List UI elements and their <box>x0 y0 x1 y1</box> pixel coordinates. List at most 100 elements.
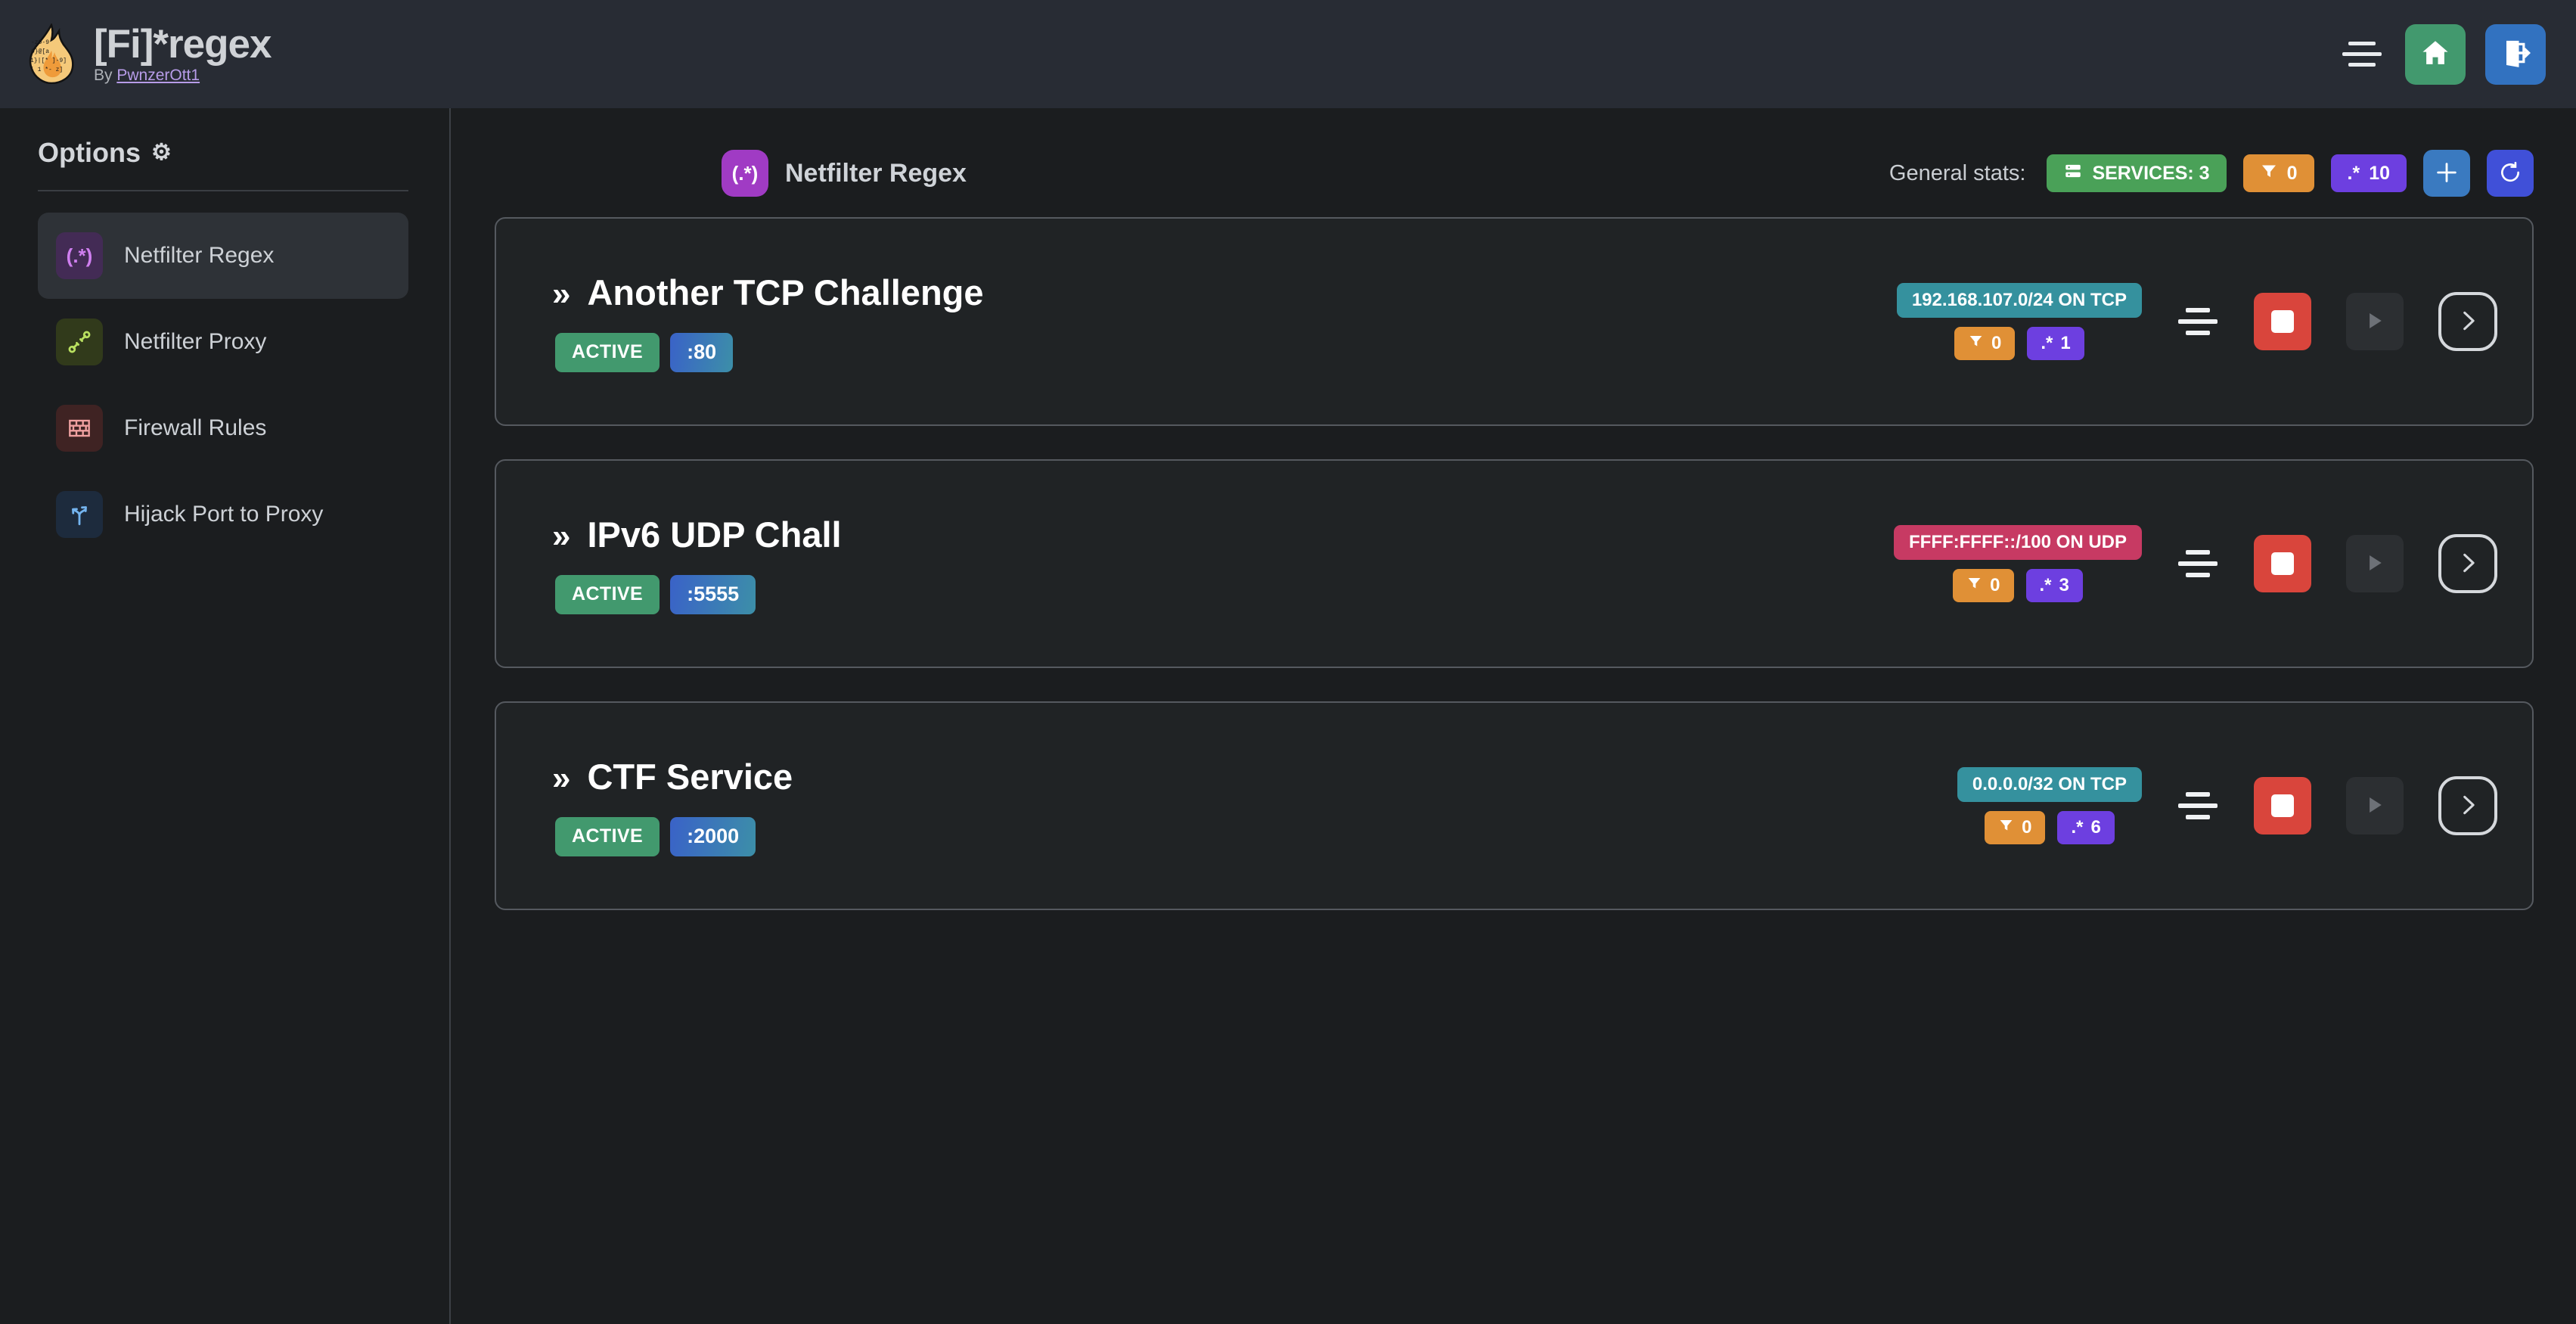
general-stats: General stats: SERVICES: 3 0 .* 10 <box>1889 150 2534 197</box>
chevron-right-icon <box>2455 792 2481 820</box>
service-title: » IPv6 UDP Chall <box>552 514 842 555</box>
service-network-info: 0.0.0.0/32 ON TCP 0 .* 6 <box>1957 767 2142 844</box>
top-bar: -z0-9 0}@[a 1}|[* ]-9] ( 1 *- z] [Fi]*re… <box>0 0 2576 108</box>
status-badge: ACTIVE <box>555 332 660 372</box>
align-center-icon[interactable] <box>2177 550 2219 577</box>
filters-count-badge[interactable]: 0 <box>1954 327 2016 360</box>
open-service-button[interactable] <box>2438 292 2497 351</box>
play-button[interactable] <box>2346 535 2404 592</box>
brick-wall-icon <box>56 405 103 452</box>
main-content: (.*) Netfilter Regex General stats: SERV… <box>452 108 2576 1324</box>
stop-button[interactable] <box>2254 293 2311 350</box>
regex-count: 3 <box>2059 575 2069 595</box>
filters-stat-badge[interactable]: 0 <box>2242 154 2314 192</box>
align-center-icon[interactable] <box>2177 308 2219 335</box>
service-counters: 0 .* 1 <box>1954 327 2084 360</box>
logout-button[interactable] <box>2485 23 2546 85</box>
service-badges: ACTIVE :2000 <box>552 816 793 856</box>
filter-icon <box>1966 575 1982 596</box>
sidebar-item-firewall-rules[interactable]: Firewall Rules <box>38 385 408 471</box>
regex-count-badge[interactable]: .* 1 <box>2027 327 2084 360</box>
general-stats-label: General stats: <box>1889 160 2026 185</box>
filters-count: 0 <box>2022 817 2032 838</box>
service-card[interactable]: » Another TCP Challenge ACTIVE :80 192.1… <box>495 217 2534 426</box>
filters-stat-label: 0 <box>2286 162 2298 184</box>
hamburger-menu-icon[interactable] <box>2339 31 2385 78</box>
regex-icon: .* <box>2071 817 2084 838</box>
stop-icon <box>2271 552 2294 575</box>
page-regex-icon: (.*) <box>722 150 768 197</box>
service-card[interactable]: » IPv6 UDP Chall ACTIVE :5555 FFFF:FFFF:… <box>495 459 2534 668</box>
port-badge: :2000 <box>670 816 756 856</box>
sidebar-title: Options ⚙ <box>38 137 408 169</box>
filter-icon <box>2260 162 2278 185</box>
chevron-right-icon <box>2455 308 2481 336</box>
regex-count-badge[interactable]: .* 3 <box>2025 569 2083 602</box>
double-chevron-icon: » <box>552 759 571 797</box>
stop-button[interactable] <box>2254 535 2311 592</box>
chevron-right-icon <box>2455 550 2481 578</box>
svg-text:( 1 *- z]: ( 1 *- z] <box>30 67 63 73</box>
logout-icon <box>2500 38 2531 70</box>
sidebar: Options ⚙ (.*) Netfilter Regex Netfilter… <box>0 108 451 1324</box>
port-badge: :5555 <box>670 574 756 614</box>
filter-icon <box>1998 817 2014 838</box>
play-button[interactable] <box>2346 293 2404 350</box>
play-icon <box>2363 794 2386 819</box>
plug-icon <box>56 319 103 365</box>
service-title: » Another TCP Challenge <box>552 272 984 313</box>
sidebar-item-netfilter-regex[interactable]: (.*) Netfilter Regex <box>38 213 408 299</box>
stop-button[interactable] <box>2254 777 2311 834</box>
regex-count-badge[interactable]: .* 6 <box>2057 811 2115 844</box>
network-badge: FFFF:FFFF::/100 ON UDP <box>1894 525 2142 560</box>
align-center-icon[interactable] <box>2177 792 2219 819</box>
service-name: Another TCP Challenge <box>587 272 984 312</box>
svg-text:0}@[a: 0}@[a <box>31 48 49 55</box>
stop-icon <box>2271 310 2294 333</box>
play-button[interactable] <box>2346 777 2404 834</box>
status-badge: ACTIVE <box>555 816 660 856</box>
refresh-button[interactable] <box>2487 150 2534 197</box>
svg-text:-z0-9: -z0-9 <box>31 39 49 46</box>
add-service-button[interactable] <box>2423 150 2470 197</box>
home-button[interactable] <box>2405 23 2466 85</box>
status-badge: ACTIVE <box>555 574 660 614</box>
regex-icon: .* <box>2347 162 2360 184</box>
sidebar-item-label: Netfilter Regex <box>124 243 275 268</box>
plus-icon <box>2434 160 2460 188</box>
regex-stat-badge[interactable]: .* 10 <box>2330 154 2407 192</box>
sidebar-title-text: Options <box>38 137 141 168</box>
service-actions: 0.0.0.0/32 ON TCP 0 .* 6 <box>1957 767 2497 844</box>
regex-stat-label: 10 <box>2369 162 2390 184</box>
top-bar-actions <box>2339 23 2546 85</box>
services-stat-badge[interactable]: SERVICES: 3 <box>2047 154 2227 192</box>
sidebar-item-netfilter-proxy[interactable]: Netfilter Proxy <box>38 299 408 385</box>
service-name: CTF Service <box>587 756 793 797</box>
service-card[interactable]: » CTF Service ACTIVE :2000 0.0.0.0/32 ON… <box>495 701 2534 910</box>
port-badge: :80 <box>670 332 734 372</box>
service-network-info: FFFF:FFFF::/100 ON UDP 0 .* 3 <box>1894 525 2142 602</box>
regex-count: 6 <box>2090 817 2101 838</box>
play-icon <box>2363 552 2386 577</box>
main-header: (.*) Netfilter Regex General stats: SERV… <box>495 138 2534 208</box>
regex-icon: .* <box>2041 333 2053 353</box>
service-badges: ACTIVE :5555 <box>552 574 842 614</box>
open-service-button[interactable] <box>2438 776 2497 835</box>
service-info: » CTF Service ACTIVE :2000 <box>552 756 793 856</box>
open-service-button[interactable] <box>2438 534 2497 593</box>
filters-count-badge[interactable]: 0 <box>1953 569 2014 602</box>
service-name: IPv6 UDP Chall <box>587 514 842 555</box>
service-list: » Another TCP Challenge ACTIVE :80 192.1… <box>495 217 2534 910</box>
author-link[interactable]: PwnzerOtt1 <box>116 67 200 85</box>
service-counters: 0 .* 6 <box>1985 811 2115 844</box>
filters-count: 0 <box>1990 575 2000 595</box>
play-icon <box>2363 309 2386 334</box>
byline-prefix: By <box>94 67 117 85</box>
app-title: [Fi]*regex <box>94 21 272 67</box>
sidebar-item-hijack-port-to-proxy[interactable]: Hijack Port to Proxy <box>38 471 408 558</box>
filters-count-badge[interactable]: 0 <box>1985 811 2046 844</box>
svg-text:1}|[* ]-9]: 1}|[* ]-9] <box>30 57 67 64</box>
double-chevron-icon: » <box>552 517 571 555</box>
sidebar-divider <box>38 190 408 191</box>
service-actions: 192.168.107.0/24 ON TCP 0 .* 1 <box>1896 283 2497 360</box>
